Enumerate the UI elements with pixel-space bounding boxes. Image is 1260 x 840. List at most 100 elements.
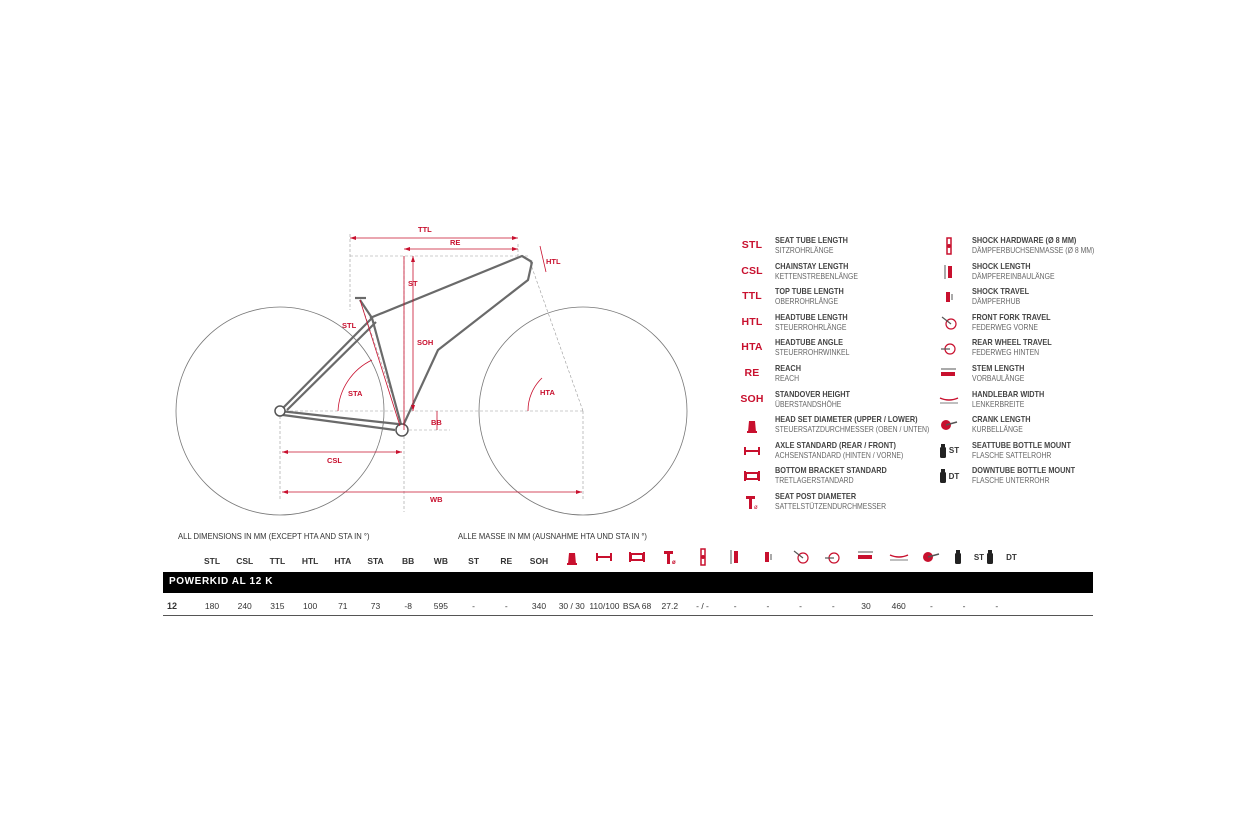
column-header: STL	[203, 556, 221, 566]
svg-text:ø: ø	[672, 560, 676, 565]
table-rule	[163, 615, 1093, 616]
legend-title: HEAD SET DIAMETER (UPPER / LOWER)	[775, 414, 918, 425]
legend-title: SEAT TUBE LENGTH	[775, 235, 848, 245]
label-st: ST	[408, 279, 418, 288]
bottom-bracket-icon	[739, 466, 765, 486]
table-cell: -	[766, 601, 770, 611]
headset-icon	[739, 415, 765, 435]
legend-subtitle: FLASCHE UNTERROHR	[972, 476, 1050, 486]
table-cell: -	[472, 601, 476, 611]
frame-down-tube	[401, 261, 534, 429]
table-cell: 595	[433, 601, 448, 611]
bottom-bracket-icon	[617, 548, 657, 566]
legend-subtitle: DÄMPFEREINBAULÄNGE	[972, 271, 1055, 281]
shock-travel-icon	[748, 548, 788, 566]
legend-code: CSL	[741, 264, 763, 277]
axle-icon	[584, 548, 624, 566]
table-cell: 71	[338, 601, 348, 611]
legend-item: AXLE STANDARD (REAR / FRONT)ACHSENSTANDA…	[735, 439, 1115, 465]
legend-title: REACH	[775, 363, 802, 373]
table-cell: 27.2	[661, 601, 679, 611]
legend-title: STANDOVER HEIGHT	[775, 388, 851, 399]
legend-subtitle: SITZROHRLÄNGE	[775, 246, 834, 255]
crank-icon	[936, 415, 962, 435]
table-cell: 315	[270, 601, 285, 611]
frame-seat-stay	[279, 317, 373, 412]
table-cell: 110/100	[589, 601, 620, 611]
table-cell: 100	[303, 601, 318, 611]
note-german: ALLE MASSE IN MM (AUSNAHME HTA UND STA I…	[458, 531, 647, 541]
model-name: POWERKID AL 12 K	[169, 576, 274, 587]
table-cell: -	[995, 601, 999, 611]
legend-title: HEADTUBE ANGLE	[775, 337, 843, 348]
table-cell: 180	[204, 601, 220, 611]
legend-subtitle: KURBELLÄNGE	[972, 425, 1023, 435]
column-header: CSL	[236, 556, 254, 566]
legend-title: STEM LENGTH	[972, 363, 1025, 373]
table-cell: -8	[404, 601, 412, 611]
table-cell: -	[799, 601, 803, 611]
legend-item: SHOCK HARDWARE (Ø 8 MM)DÄMPFERBUCHSENMAS…	[932, 234, 1260, 260]
legend-subtitle: LENKERBREITE	[972, 399, 1025, 409]
table-cell: -	[831, 601, 835, 611]
seatpost-icon: ø	[739, 492, 765, 512]
legend-subtitle: DÄMPFERBUCHSENMASSE (Ø 8 MM)	[972, 246, 1095, 255]
model-bar: POWERKID AL 12 K	[163, 572, 1093, 593]
legend-subtitle: STEUERROHRLÄNGE	[775, 322, 847, 332]
rear-wheel-icon	[936, 338, 962, 358]
column-header: HTL	[301, 556, 319, 566]
table-cell: 30 / 30	[558, 601, 585, 611]
front-fork-icon	[781, 548, 821, 566]
label-sta: STA	[348, 389, 363, 398]
legend-code: TTL	[742, 290, 762, 303]
column-header: ST	[468, 556, 480, 566]
legend-title: HEADTUBE LENGTH	[775, 311, 848, 322]
legend-title: SHOCK TRAVEL	[972, 286, 1030, 297]
legend-title: FRONT FORK TRAVEL	[972, 311, 1051, 322]
legend-subtitle: DÄMPFERHUB	[972, 297, 1021, 307]
legend-title: AXLE STANDARD (REAR / FRONT)	[775, 439, 896, 450]
rear-axle	[274, 405, 286, 417]
shock-length-icon	[715, 548, 755, 566]
label-wb: WB	[430, 495, 443, 504]
label-soh: SOH	[417, 338, 433, 347]
legend-subtitle: ACHSENSTANDARD (HINTEN / VORNE)	[775, 450, 904, 460]
legend-subtitle: FEDERWEG VORNE	[972, 322, 1039, 332]
legend-title: CHAINSTAY LENGTH	[775, 260, 849, 271]
column-header: HTA	[334, 556, 352, 566]
legend-subtitle: TRETLAGERSTANDARD	[775, 476, 854, 486]
label-stl: STL	[342, 321, 357, 330]
handlebar-icon	[936, 390, 962, 410]
table-cell: -	[733, 601, 737, 611]
label-hta: HTA	[540, 388, 555, 397]
crank-icon	[911, 548, 951, 566]
legend-title: CRANK LENGTH	[972, 414, 1031, 425]
shock-hardware-icon	[683, 548, 723, 566]
legend-title: REAR WHEEL TRAVEL	[972, 337, 1052, 348]
legend-subtitle: OBERROHRLÄNGE	[775, 297, 839, 307]
handlebar-icon	[879, 548, 919, 566]
front-fork-icon	[936, 313, 962, 333]
bottle-icon: ST	[944, 548, 984, 566]
legend-title: TOP TUBE LENGTH	[775, 286, 844, 297]
shock-length-icon	[936, 262, 962, 282]
bottle-icon: DT	[936, 466, 962, 486]
legend-subtitle: FEDERWEG HINTEN	[972, 348, 1040, 358]
shock-travel-icon	[936, 287, 962, 307]
column-header: BB	[402, 556, 415, 566]
label-ttl: TTL	[418, 225, 432, 234]
front-wheel	[478, 306, 688, 516]
column-header: SOH	[529, 556, 549, 566]
bike-geometry-diagram: TTL RE HTL ST STL SOH STA HTA BB CSL WB	[175, 225, 688, 516]
column-header: WB	[433, 556, 448, 566]
